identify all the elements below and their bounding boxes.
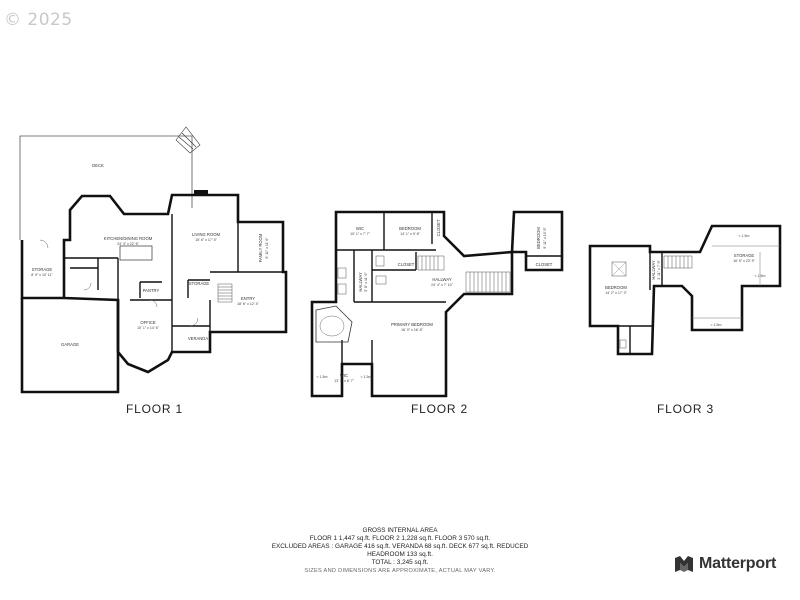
room-dims: 5' 8" x 11' 6" [364,272,368,292]
room-dims: 24' 4" x 7' 10" [431,283,453,287]
brand-name: Matterport [699,555,777,572]
room-label: BEDROOM [536,227,541,249]
room-dims: 15' 6" x 17' 5" [195,238,217,242]
room-label: ENTRY [241,296,255,301]
summary-heading: GROSS INTERNAL AREA [362,527,438,534]
floor-1-exterior-wall [20,193,288,374]
summary-total: TOTAL : 3,245 sq.ft. [371,559,429,566]
room-label: HALLWAY [651,260,656,279]
dimensions-disclaimer: SIZES AND DIMENSIONS ARE APPROXIMATE, AC… [304,568,496,574]
room-label: LIVING ROOM [192,232,220,237]
room-label: CLOSET [436,219,441,236]
room-label: STORAGE [32,267,53,272]
corner-bathtub [315,305,353,343]
room-label: DECK [92,163,104,168]
floor-3-stairs [663,255,693,269]
low-headroom-label: < 1.5m [754,274,765,278]
floor-3-exterior-wall [588,224,782,356]
room-dims: 3' 11" x 7' 9" [657,260,661,280]
floor-2-fixtures [337,255,387,295]
low-headroom-label: < 1.5m [360,375,371,379]
low-headroom-label: < 1.5m [738,234,749,238]
low-headroom-label: < 1.5m [316,375,327,379]
room-dims: 16' 5" x 23' 9" [733,259,755,263]
floor-3-toilet [619,339,627,349]
floor-2-title: FLOOR 2 [411,402,468,416]
fireplace [194,190,208,196]
room-label: HALLWAY [432,277,451,282]
skylight [611,261,627,277]
floor-2-interior-walls [336,212,562,364]
low-headroom-label: < 1.5m [710,323,721,327]
floor-2-plan [310,210,564,398]
room-label: WIC [340,373,348,378]
floor-1-plan [19,126,288,394]
room-label: STORAGE [189,281,210,286]
room-label: PRIMARY BEDROOM [391,322,433,327]
room-dims: 13' 1" x 6' 7" [334,379,354,383]
kitchen-island [119,245,153,261]
floor-1-title: FLOOR 1 [126,402,183,416]
room-label: GARAGE [61,342,79,347]
room-dims: 8' 9" x 10' 11" [31,273,53,277]
room-label: OFFICE [140,320,156,325]
floor-3-interior-walls [618,252,663,354]
matterport-logo-icon [675,556,693,572]
room-label: WIC [356,226,364,231]
garage-wall [20,298,120,394]
floor-1-doors [39,239,199,327]
room-dims: 14' 2" x 17' 3" [605,291,627,295]
room-dims: 14' 1" x 9' 8" [400,232,420,236]
summary-floor-areas: FLOOR 1 1,447 sq.ft. FLOOR 2 1,228 sq.ft… [309,535,491,542]
room-label: KITCHEN/DINING ROOM [104,236,153,241]
entry-stairs [217,283,233,303]
room-dims: 10' 1" x 14' 6" [137,326,159,330]
room-label: BEDROOM [399,226,421,231]
floor-3-title: FLOOR 3 [657,402,714,416]
deck-outline [19,135,193,240]
summary-excluded-areas: EXCLUDED AREAS : GARAGE 416 sq.ft. VERAN… [271,543,529,550]
floor-2-exterior-wall [310,210,564,398]
room-label: FAMILY ROOM [258,233,263,262]
room-labels: DECK KITCHEN/DINING ROOM 24' 3" x 22' 6"… [31,163,765,383]
bathtub-basin [319,315,345,337]
floor-2-stairs [417,255,511,293]
room-label: VERANDA [188,336,208,341]
room-dims: 9' 11" x 10' 8" [543,227,547,249]
room-label: CLOSET [536,262,553,267]
floor-3-plan [588,224,782,356]
room-label: CLOSET [398,262,415,267]
room-dims: 18' 6" x 12' 4" [237,302,259,306]
room-label: STORAGE [734,253,755,258]
room-label: BEDROOM [605,285,627,290]
area-summary: GROSS INTERNAL AREA FLOOR 1 1,447 sq.ft.… [150,527,650,567]
room-label: HALLWAY [358,272,363,291]
copyright-notice: © 2025 [4,10,73,30]
room-dims: 10' 1" x 7' 7" [350,232,370,236]
deck-stairs [175,126,201,154]
summary-headroom: HEADROOM 133 sq.ft. [367,551,433,558]
room-dims: 6' 11" x 11' 6" [265,237,269,259]
floor-3-thin-lines [692,245,780,319]
room-dims: 24' 3" x 22' 6" [117,242,139,246]
room-dims: 16' 9" x 16' 8" [401,328,423,332]
matterport-brand: Matterport [674,555,776,573]
room-label: PANTRY [143,288,160,293]
